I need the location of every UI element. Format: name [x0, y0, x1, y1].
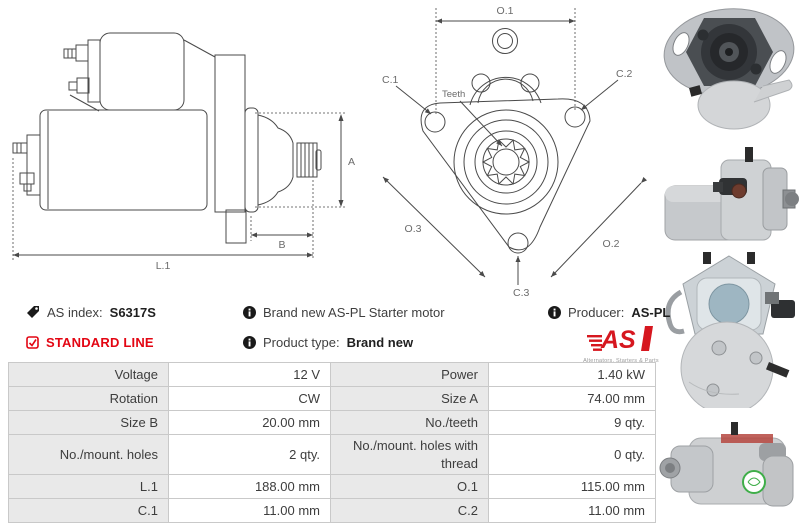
spec-value: CW [168, 386, 331, 411]
spec-label: Rotation [8, 386, 169, 411]
spec-value: 188.00 mm [168, 474, 331, 500]
table-row: Size B 20.00 mm No./teeth 9 qty. [8, 410, 656, 435]
mounting-bracket [214, 54, 246, 213]
mount-hole-right [564, 106, 586, 128]
product-photo-front-view[interactable] [659, 2, 799, 136]
spec-value: 11.00 mm [488, 498, 656, 523]
side-view-diagram: A B L.1 [12, 32, 355, 272]
as-index-value: S6317S [109, 304, 156, 320]
spec-label: L.1 [8, 474, 169, 500]
standard-line-label: STANDARD LINE [46, 334, 154, 350]
spec-value: 11.00 mm [168, 498, 331, 523]
dim-label-c3: C.3 [513, 287, 530, 299]
spec-label: C.1 [8, 498, 169, 523]
as-index-line: AS index: S6317S [26, 303, 156, 321]
info-icon [548, 305, 561, 319]
dim-label-b: B [278, 239, 285, 251]
motor-body [39, 109, 208, 211]
checked-checkbox-icon [26, 335, 39, 349]
mount-hole-left [424, 111, 446, 133]
table-row: No./mount. holes 2 qty. No./mount. holes… [8, 433, 656, 476]
spec-label: O.1 [330, 474, 489, 500]
spec-value: 12 V [168, 362, 331, 387]
spec-label: Power [330, 362, 489, 387]
product-photo-side-view[interactable] [659, 138, 799, 250]
teeth-label: Teeth [442, 89, 465, 100]
table-row: Voltage 12 V Power 1.40 kW [8, 362, 656, 387]
producer-line: Producer: AS-PL [548, 303, 670, 321]
as-pl-logo: AS Alternators, Starters & Parts [582, 324, 660, 364]
table-row: Rotation CW Size A 74.00 mm [8, 386, 656, 411]
as-pl-logo-mark: AS [587, 326, 653, 354]
spec-value: 9 qty. [488, 410, 656, 435]
dim-label-l1: L.1 [156, 260, 171, 272]
spec-value: 20.00 mm [168, 410, 331, 435]
mounting-flange [420, 98, 591, 251]
front-view-diagram: O.1 C.1 C.2 Teeth C.3 O.3 O.2 [382, 5, 647, 299]
product-type-line: Product type: Brand new [243, 333, 445, 351]
info-icon [243, 305, 256, 319]
spec-value: 1.40 kW [488, 362, 656, 387]
spec-label: No./teeth [330, 410, 489, 435]
producer-label: Producer: [568, 304, 625, 320]
table-row: C.1 11.00 mm C.2 11.00 mm [8, 498, 656, 523]
solenoid [99, 32, 185, 111]
gear-teeth [481, 139, 531, 185]
spec-table: Voltage 12 V Power 1.40 kW Rotation CW S… [8, 362, 656, 523]
spec-label: Size B [8, 410, 169, 435]
dim-label-a: A [348, 156, 355, 168]
spec-value: 0 qty. [488, 433, 656, 476]
dim-label-o3: O.3 [405, 223, 422, 235]
producer-value: AS-PL [631, 304, 671, 320]
spec-value: 2 qty. [168, 433, 331, 476]
dim-label-c1: C.1 [382, 74, 399, 86]
logo-tagline: Alternators, Starters & Parts [583, 358, 659, 364]
table-row: L.1 188.00 mm O.1 115.00 mm [8, 474, 656, 500]
product-photo-top-view[interactable] [659, 252, 799, 408]
standard-line-row: STANDARD LINE [26, 333, 156, 351]
producer-block: Producer: AS-PL [548, 303, 670, 333]
product-type-value: Brand new [346, 334, 414, 350]
product-photo-angled-view[interactable] [659, 410, 799, 523]
info-icon [243, 335, 256, 349]
description-block: Brand new AS-PL Starter motor Product ty… [243, 303, 445, 363]
dim-label-o2: O.2 [603, 238, 620, 250]
spec-label: Voltage [8, 362, 169, 387]
spec-label: No./mount. holes [8, 433, 169, 476]
spec-label: Size A [330, 386, 489, 411]
tag-icon [27, 306, 39, 318]
spec-label: No./mount. holes with thread [330, 433, 489, 476]
dim-label-o1: O.1 [497, 5, 514, 17]
product-type-label: Product type: [263, 334, 340, 350]
dim-label-c2: C.2 [616, 68, 633, 80]
description-text: Brand new AS-PL Starter motor [263, 304, 445, 320]
as-index-label: AS index: [47, 304, 103, 320]
pinion-gear [296, 142, 318, 178]
description-line: Brand new AS-PL Starter motor [243, 303, 445, 321]
spec-value: 115.00 mm [488, 474, 656, 500]
spec-label: C.2 [330, 498, 489, 523]
index-block: AS index: S6317S STANDARD LINE [26, 303, 156, 363]
spec-value: 74.00 mm [488, 386, 656, 411]
svg-text:AS: AS [600, 326, 636, 352]
mount-hole-bottom [507, 232, 529, 254]
